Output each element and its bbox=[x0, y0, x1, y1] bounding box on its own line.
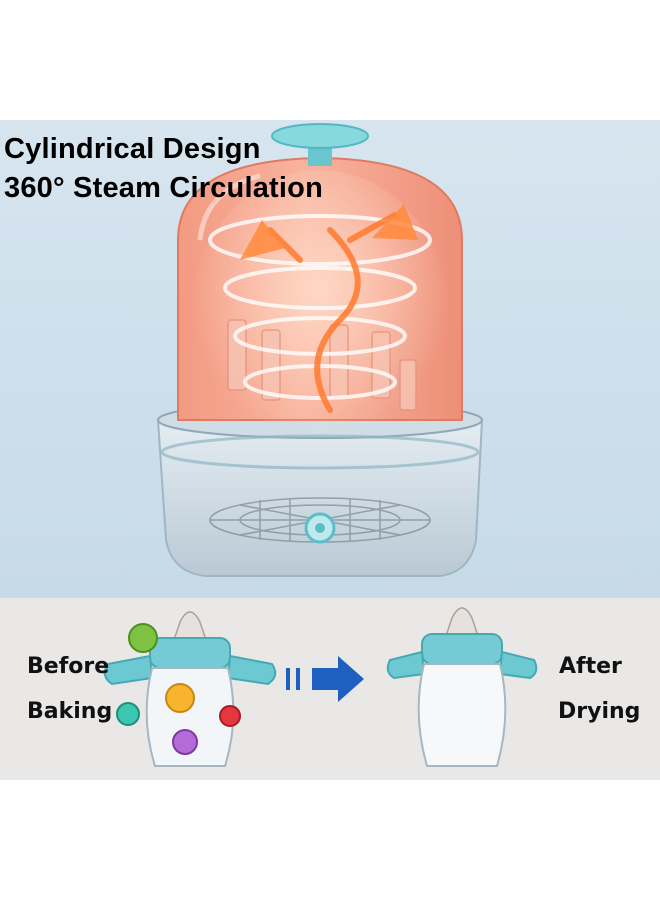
label-baking: Baking bbox=[27, 699, 113, 724]
right-arrow-icon bbox=[312, 656, 364, 702]
headline-steam-circulation: 360° Steam Circulation bbox=[4, 172, 323, 204]
label-after: After bbox=[559, 654, 622, 679]
germ-icon bbox=[116, 623, 241, 755]
sterilizer-illustration bbox=[156, 123, 484, 577]
hero-product-scene bbox=[0, 120, 660, 598]
sterilizer-dome bbox=[177, 156, 463, 470]
headline-cylindrical-design: Cylindrical Design bbox=[4, 133, 261, 165]
dome-knob bbox=[271, 123, 369, 166]
bottom-margin bbox=[0, 780, 660, 900]
power-button-icon bbox=[304, 512, 336, 544]
before-after-illustration bbox=[103, 607, 538, 767]
label-drying: Drying bbox=[558, 699, 641, 724]
before-after-panel: Before Baking After Drying bbox=[0, 598, 660, 780]
transition-indicator bbox=[286, 668, 300, 690]
label-before: Before bbox=[27, 654, 110, 679]
baby-bottle-after bbox=[386, 607, 538, 767]
top-margin bbox=[0, 0, 660, 120]
